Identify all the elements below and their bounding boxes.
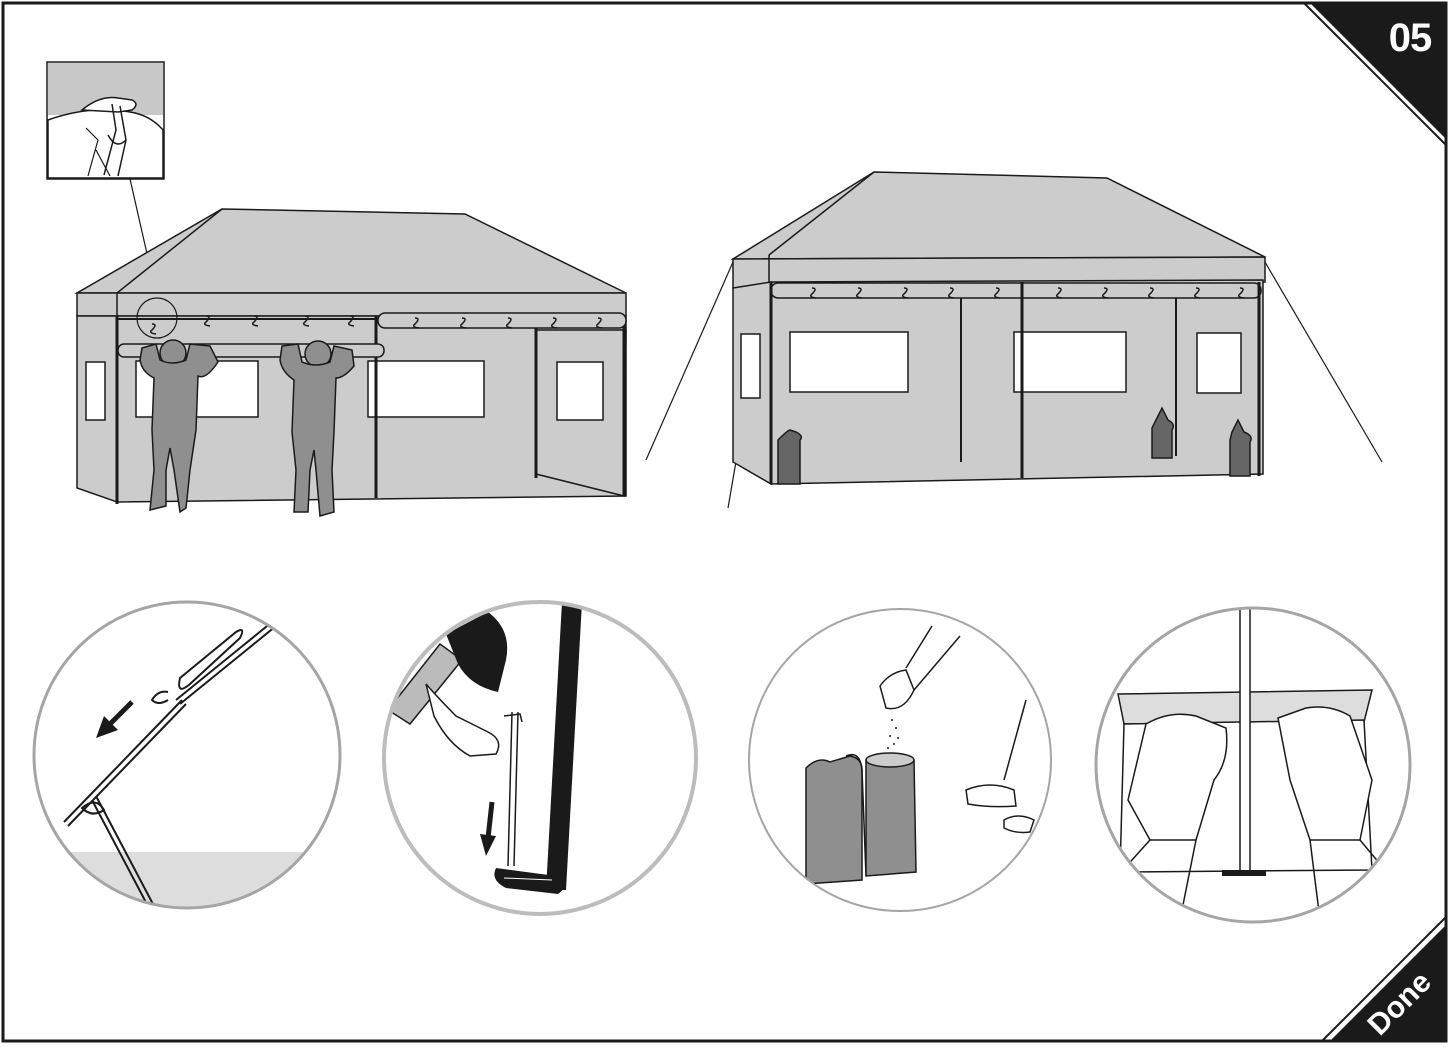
detail-sandbag-circle [749, 609, 1051, 911]
detail-hook-circle [34, 602, 344, 912]
tent-right-illustration [646, 172, 1382, 508]
strap-detail-inset [47, 62, 164, 179]
detail-tie-circle [1096, 606, 1410, 922]
arrow-icon [480, 802, 496, 856]
detail-stake-circle [384, 602, 696, 914]
arrow-icon [96, 702, 132, 738]
step-number: 05 [1378, 14, 1442, 62]
